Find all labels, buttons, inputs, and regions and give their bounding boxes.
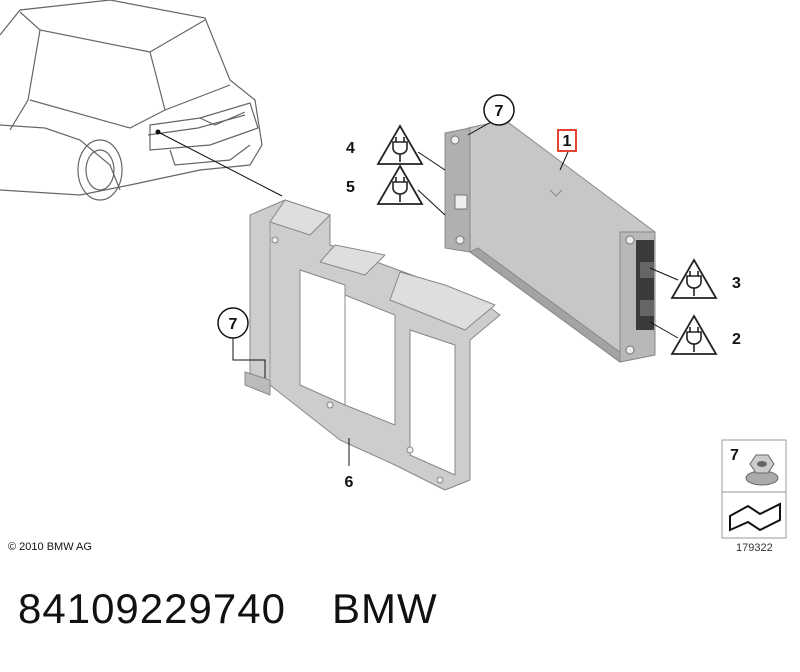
callout-connector-4[interactable]: 4 bbox=[346, 125, 423, 165]
copyright-text: © 2010 BMW AG bbox=[8, 541, 92, 553]
callout-label: 4 bbox=[346, 140, 355, 157]
car-rear-illustration bbox=[0, 0, 263, 201]
callout-label: 6 bbox=[345, 474, 354, 491]
hex-flange-nut-icon bbox=[745, 454, 779, 486]
plug-warning-icon bbox=[377, 165, 423, 205]
callout-bracket[interactable]: 6 bbox=[345, 474, 354, 491]
brand-name: BMW bbox=[331, 585, 438, 632]
highlight-box bbox=[557, 129, 577, 152]
plug-warning-icon bbox=[671, 259, 717, 299]
plug-warning-icon bbox=[671, 315, 717, 355]
callout-nut-left[interactable]: 7 bbox=[217, 307, 249, 339]
callout-label: 2 bbox=[732, 331, 741, 348]
plug-warning-icon bbox=[377, 125, 423, 165]
legend-part-number: 7 bbox=[730, 447, 739, 464]
legend-box: 7 bbox=[721, 439, 787, 539]
mounting-bracket bbox=[244, 199, 501, 491]
leader-line bbox=[157, 131, 283, 197]
part-number: 84109229740 bbox=[18, 585, 286, 632]
leader-lines bbox=[232, 117, 679, 466]
control-unit bbox=[444, 119, 656, 363]
callout-label: 5 bbox=[346, 179, 355, 196]
callout-label: 3 bbox=[732, 275, 741, 292]
callout-connector-2[interactable]: 2 bbox=[671, 315, 741, 355]
diagram-reference-number: 179322 bbox=[736, 542, 773, 554]
callout-connector-5[interactable]: 5 bbox=[346, 165, 423, 205]
callout-connector-3[interactable]: 3 bbox=[671, 259, 741, 299]
callout-label: 7 bbox=[229, 316, 238, 333]
callout-label: 1 bbox=[563, 133, 572, 150]
caption: 84109229740 BMW bbox=[18, 585, 438, 633]
bent-arrow-icon bbox=[729, 502, 781, 532]
callout-label: 7 bbox=[495, 103, 504, 120]
callout-main-unit[interactable]: 1 bbox=[557, 129, 577, 152]
parts-diagram: 1 7 7 4 5 3 2 6 7 bbox=[0, 0, 787, 539]
callout-nut-top[interactable]: 7 bbox=[483, 94, 515, 126]
